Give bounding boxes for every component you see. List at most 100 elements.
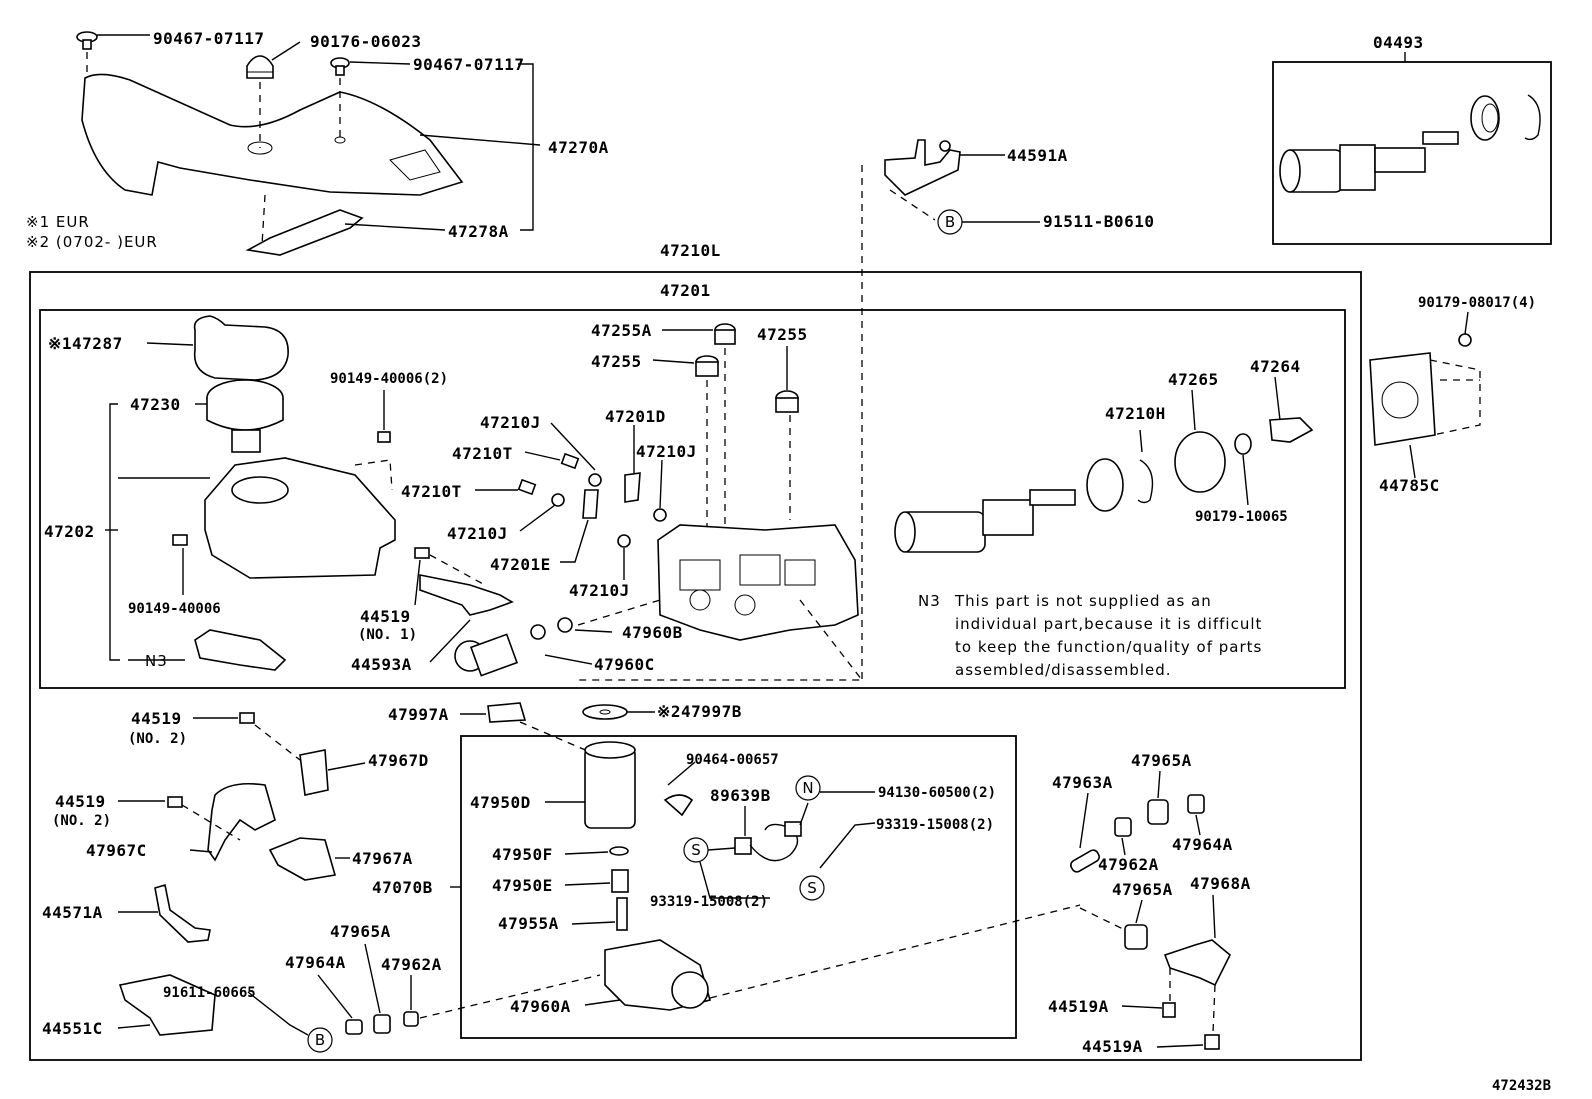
label-44593A: 44593A [351,655,412,674]
label-47967A: 47967A [352,849,413,868]
label-47265: 47265 [1168,370,1219,389]
lower-left-brackets [117,712,366,1036]
bracket-44593A-drawing [414,547,514,616]
small-fasteners [475,422,667,580]
label-47967C: 47967C [86,841,147,860]
label-47964A-b: 47964A [1172,835,1233,854]
n3-note-line-3: to keep the function/quality of parts [955,638,1262,656]
reservoir-47202-drawing [204,457,396,579]
cap-47230-drawing [206,379,284,453]
label-90149-40006-2: 90149-40006(2) [330,371,448,387]
label-47962A-a: 47962A [381,955,442,974]
label-47210J-d: 47210J [569,581,630,600]
label-47278A: 47278A [448,222,509,241]
label-47202: 47202 [44,522,95,541]
s-symbol-label: S [691,841,701,859]
label-47287: ※147287 [48,334,123,353]
gasket-47287-drawing [193,315,289,381]
s-symbol-left: S [683,837,709,863]
label-47963A: 47963A [1052,773,1113,792]
grommets-left-drawing [247,943,601,1036]
label-47210T-b: 47210T [401,482,462,501]
reservoir-brackets [105,403,210,661]
bracket-47278A-drawing [245,209,364,256]
label-47201E: 47201E [490,555,551,574]
kit-frame-04493 [1272,61,1552,245]
label-47210L: 47210L [660,241,721,260]
label-44551C: 44551C [42,1019,103,1038]
lower-right-parts-drawing [1070,770,1231,1050]
n3-note-line-2: individual part,because it is difficult [955,615,1262,633]
label-47255A: 47255A [591,321,652,340]
label-47210J-c: 47210J [636,442,697,461]
label-44785C: 44785C [1379,476,1440,495]
label-47950E: 47950E [492,876,553,895]
label-47201: 47201 [660,281,711,300]
clip-90467-07117-b-drawing [330,57,350,76]
label-47255-left: 47255 [591,352,642,371]
piston-assembly-drawing [894,376,1314,553]
modulator-body-drawing [575,524,864,681]
label-90467-07117-b: 90467-07117 [413,55,524,74]
label-47965A-c: 47965A [1112,880,1173,899]
cover-leaders [86,34,541,246]
label-90464-00657: 90464-00657 [686,752,779,768]
nut-90176-06023-drawing [246,55,274,79]
label-94130-60500: 94130-60500(2) [878,785,996,801]
label-93319-15008-b: 93319-15008(2) [650,894,768,910]
label-44591A: 44591A [1007,146,1068,165]
label-44571A: 44571A [42,903,103,922]
n3-note-line-4: assembled/disassembled. [955,661,1172,679]
label-90179-08017: 90179-08017(4) [1418,295,1536,311]
n3-part-drawing [194,629,287,671]
harness-89639B-drawing [663,761,876,899]
label-47965A-a: 47965A [330,922,391,941]
label-44519-no2a: 44519 [131,709,182,728]
label-47955A: 47955A [498,914,559,933]
screw-90149-40006-drawing [172,390,393,595]
label-44519-no1-sub: (NO. 1) [358,627,417,643]
diagram-id: 472432B [1492,1078,1551,1094]
label-47962A-b: 47962A [1098,855,1159,874]
label-47960B: 47960B [622,623,683,642]
label-90179-10065: 90179-10065 [1195,509,1288,525]
cover-47270A-drawing [81,73,464,196]
n3-note-line-1: This part is not supplied as an [954,592,1212,610]
assembly-frame-47210L [29,271,1362,1061]
label-47210H: 47210H [1105,404,1166,423]
label-n3: N3 [145,652,168,670]
label-47070B: 47070B [372,878,433,897]
label-47255-right: 47255 [757,325,808,344]
label-47264: 47264 [1250,357,1301,376]
motor-47950D-drawing [460,702,1081,1011]
n3-note-code: N3 [918,592,941,610]
label-47230: 47230 [130,395,181,414]
label-47965A-b: 47965A [1131,751,1192,770]
label-47967D: 47967D [368,751,429,770]
s-symbol-label: S [807,879,817,897]
label-91611-60665: 91611-60665 [163,985,256,1001]
b-symbol-label: B [945,213,955,231]
label-47201D: 47201D [605,407,666,426]
b-symbol-label: B [315,1031,325,1049]
label-91511-B0610: 91511-B0610 [1043,212,1154,231]
label-47960A: 47960A [510,997,571,1016]
assembly-frame-47201 [39,309,1346,689]
label-44519A-b: 44519A [1082,1037,1143,1056]
b-symbol-top: B [937,209,963,235]
label-47210T-a: 47210T [452,444,513,463]
bracket-44591A-drawing [861,139,1040,680]
label-90467-07117-a: 90467-07117 [153,29,264,48]
footnote-2: ※2 (0702- )EUR [26,233,158,251]
label-47968A: 47968A [1190,874,1251,893]
label-89639B: 89639B [710,786,771,805]
label-44519-no2b-sub: (NO. 2) [52,813,111,829]
plate-44785C-drawing [1369,311,1481,479]
clip-90467-07117-a-drawing [76,31,98,50]
label-44519-no2b: 44519 [55,792,106,811]
label-93319-15008-a: 93319-15008(2) [876,817,994,833]
s-symbol-right: S [799,875,825,901]
sensor-47960-drawing [429,599,661,677]
